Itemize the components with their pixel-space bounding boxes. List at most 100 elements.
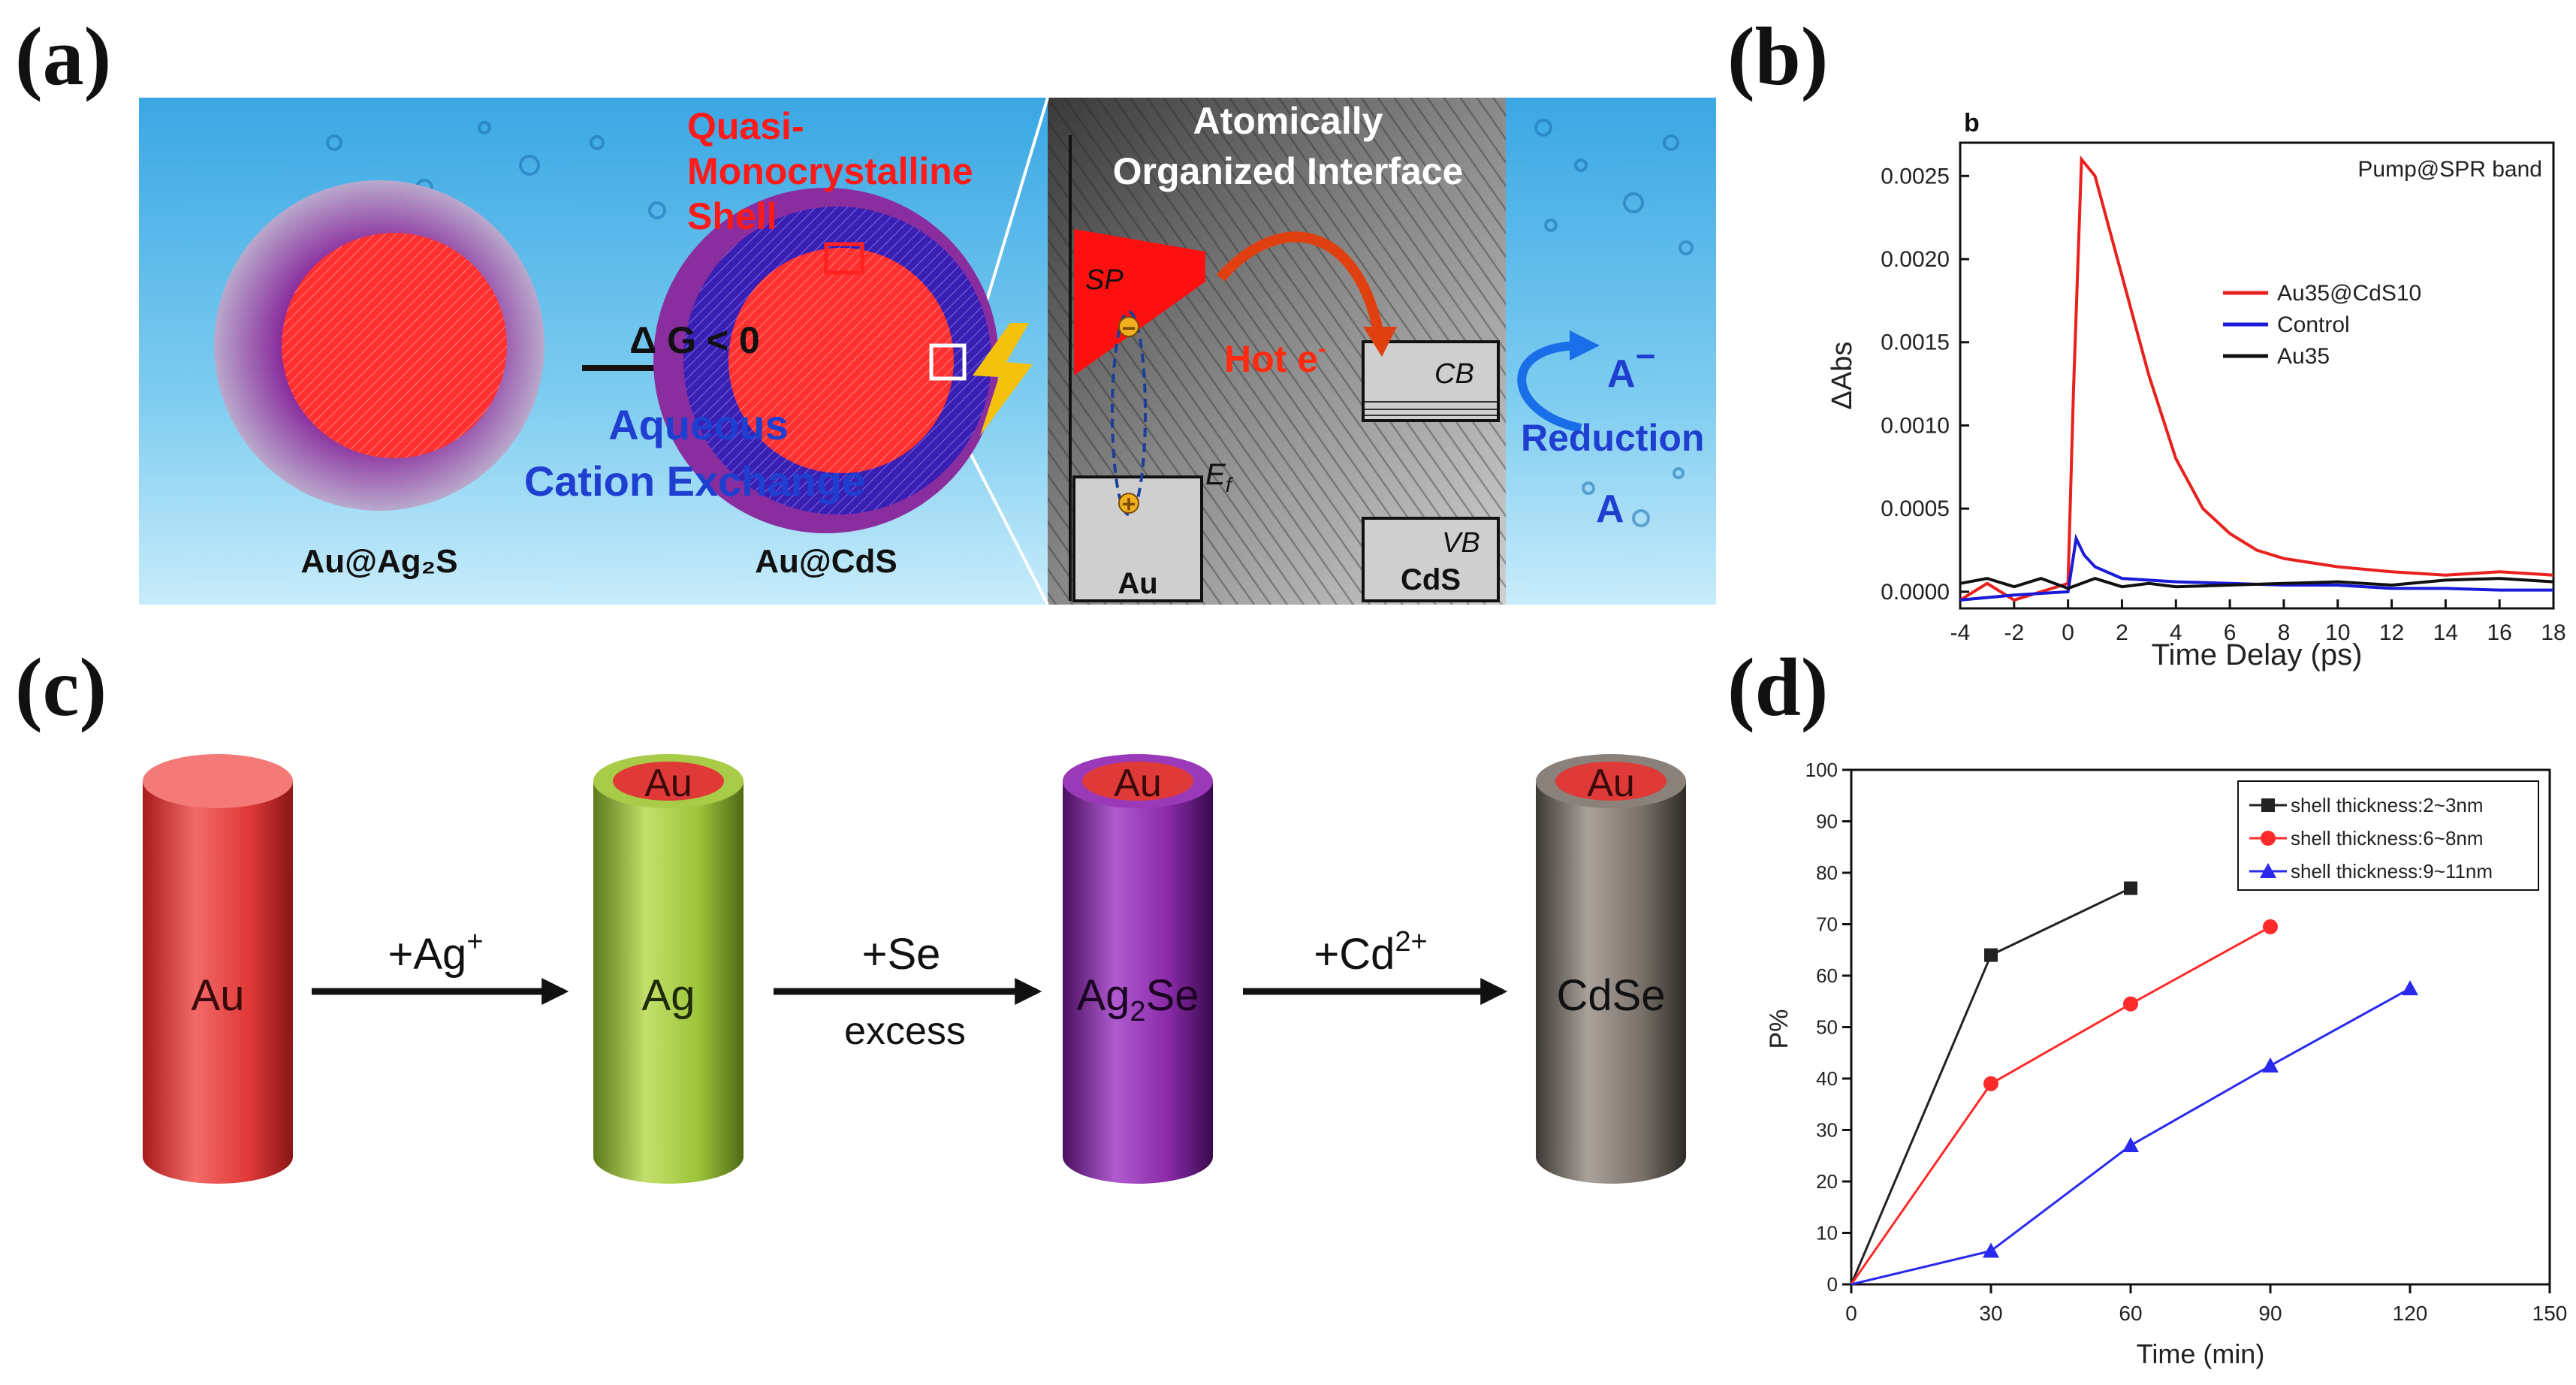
chart-d-ytick-label: 30 [1816,1119,1838,1142]
chart-b-frame [1959,141,2555,610]
panel-a-schematic: Au@Ag₂S Au@CdS Δ G < 0 Aqueous Cation Ex… [139,98,1716,605]
cb-label: CB [1434,358,1474,390]
chart-b-series-au35 [1959,577,2554,590]
arrow-se-label-1: +Se [862,930,941,979]
chart-b-ytick-label: 0.0015 [1881,330,1950,355]
au-band-box [1072,475,1203,602]
chart-d-ytick-label: 40 [1816,1067,1838,1090]
chart-d-ytick-label: 80 [1816,861,1838,884]
au-core-ag [613,762,724,801]
chart-d-xlabel: Time (min) [2137,1338,2265,1369]
cylinder-cdse: Au CdSe [1536,754,1686,1184]
chart-d-ytick-label: 10 [1816,1222,1838,1245]
core-label-3: Au [1114,762,1162,805]
chart-b-xtick-label: 0 [2062,620,2074,645]
chart-b-xtick-label: -4 [1950,620,1971,645]
chart-d-legend-label: shell thickness:2~3nm [2291,794,2484,816]
cds-band-label: CdS [1401,563,1461,596]
chart-d-xtick-label: 90 [2258,1302,2282,1325]
chart-d-legend-label: shell thickness:6~8nm [2291,827,2484,849]
hole-symbol: + [1122,490,1136,517]
panel-label-b: (b) [1727,11,1829,102]
chart-d-series-line-2 [1850,925,2271,1285]
chart-b-xtick-label: -2 [2004,620,2024,645]
chart-b-annotation: Pump@SPR band [2357,157,2542,182]
chart-b-ytick-label: 0.0025 [1881,164,1950,189]
cb-box [1362,340,1500,422]
chart-b-legend-label: Au35@CdS10 [2277,281,2421,306]
chart-d-point-3 [1983,1242,1999,1258]
cylinder-au: Au [143,754,293,1184]
core-label-4: Au [1587,762,1635,805]
a-minus-label: A− [1607,336,1655,396]
panel-b-chart: b Pump@SPR band Time Delay (ps) ΔAbs -4 -… [1826,109,2566,671]
light-bolt-icon [973,323,1033,436]
core-label-2: Au [644,762,692,805]
a-label: A [1596,487,1624,531]
cylinder-ag-label: Ag [642,971,695,1020]
chart-b-xlabel: Time Delay (ps) [2152,638,2363,671]
chart-b-xtick-label: 6 [2224,620,2237,645]
chart-b-xtick-label: 10 [2325,620,2350,645]
chart-d-ytick-label: 60 [1816,964,1838,987]
au-band-label: Au [1118,567,1157,600]
chart-d-point-3 [2402,980,2418,996]
chart-b-series-au35-cds10 [1959,155,2554,602]
exciton-loop [1111,310,1147,516]
chart-b-legend-label: Au35 [2277,344,2330,369]
chart-b-xtick-label: 18 [2541,620,2565,645]
chart-d-ytick-label: 50 [1816,1016,1838,1039]
interface-highlight-box [929,343,967,381]
cylinder-ag: Au Ag [593,754,744,1184]
chart-b-ytick-label: 0.0005 [1881,496,1950,521]
sp-label: SP [1085,264,1124,296]
vb-label: VB [1442,527,1480,559]
chart-b-ytick-label: 0.0020 [1881,247,1950,272]
chart-b-ylabel: ΔAbs [1826,342,1858,410]
au-core-ag2se [1082,762,1193,801]
chart-d-point-3 [2122,1137,2139,1153]
chart-d-ytick-label: 70 [1816,913,1838,936]
au-core-right [728,248,954,473]
cation-exchange-label: Cation Exchange [524,457,865,505]
chart-d-ytick-label: 0 [1827,1273,1838,1296]
chart-d-legend-marker [2260,863,2276,878]
chart-d-xtick-label: 60 [2119,1302,2142,1325]
cylinder-cdse-label: CdSe [1556,971,1665,1020]
chart-d-legend-label: shell thickness:9~11nm [2291,860,2493,883]
chart-d-ytick-label: 100 [1805,759,1838,781]
chart-b-xtick-label: 8 [2278,620,2291,645]
vb-box [1362,517,1500,602]
shell-label-1: Quasi- [687,105,804,147]
au-core-cdse [1555,762,1667,801]
shell-label-3: Shell [687,195,777,237]
chart-d-point-1 [2124,881,2137,895]
sp-band [1074,229,1205,376]
chart-d-xtick-label: 150 [2532,1302,2568,1325]
chart-b-letter: b [1964,109,1980,137]
chart-b-ytick-label: 0.0010 [1881,413,1950,438]
chart-d-point-2 [2263,919,2278,934]
chart-b-ytick-label: 0.0000 [1881,580,1950,605]
arrow-cd-label: +Cd2+ [1314,926,1427,979]
chart-b-xtick-label: 2 [2116,620,2128,645]
reduction-label: Reduction [1521,417,1704,459]
panel-label-a: (a) [15,11,112,102]
chart-d-point-3 [2262,1057,2279,1073]
chart-b-xtick-label: 4 [2170,620,2182,645]
chart-d-ytick-label: 20 [1816,1170,1838,1193]
arrow-ag-label: +Ag+ [388,926,483,979]
hot-electron-arrow [1216,231,1383,332]
chart-d-ylabel: P% [1765,1009,1793,1049]
shell-label-2: Monocrystalline [687,150,973,192]
chart-b-xtick-label: 16 [2487,620,2511,645]
interface-title-1: Atomically [1193,100,1383,142]
chart-d-point-1 [1984,948,1998,962]
chart-b-series-control [1959,533,2553,602]
au-core-left [282,233,507,458]
left-particle-label: Au@Ag₂S [300,543,457,580]
right-particle-label: Au@CdS [755,543,897,580]
chart-d-xtick-label: 120 [2393,1302,2428,1325]
shell-highlight-box [824,242,864,275]
